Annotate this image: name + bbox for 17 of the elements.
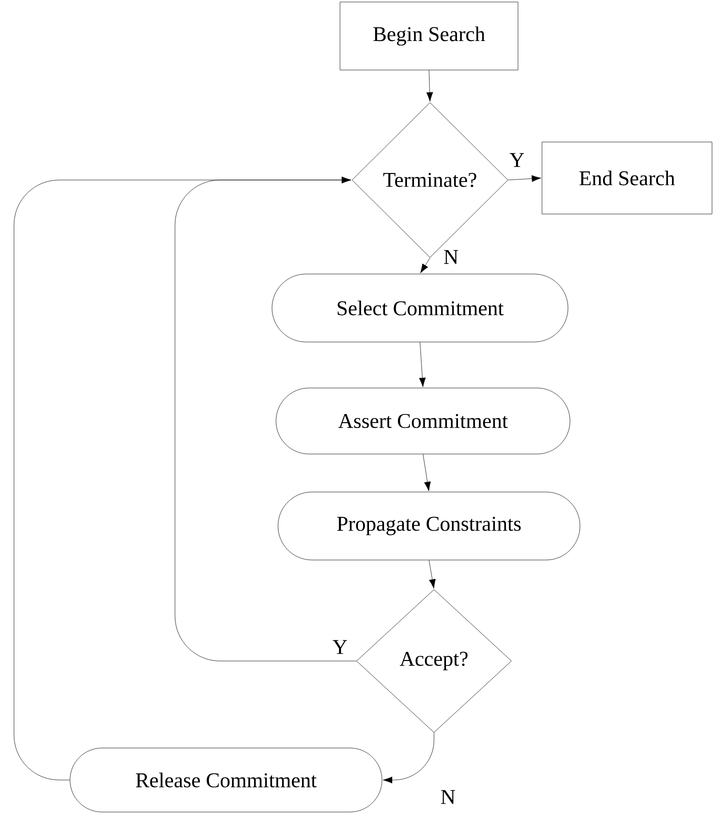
process-box: Select Commitment [272,274,568,342]
arrow [422,454,431,492]
process-box: Propagate Constraints [278,492,580,560]
arrow [14,176,352,780]
arrow [508,175,542,182]
edge-label: N [439,789,457,805]
process-box: Begin Search [340,2,518,70]
arrow [428,560,436,589]
arrow [426,70,434,102]
edge-label: Y [331,639,349,655]
process-box: Assert Commitment [276,388,570,454]
process-box: Release Commitment [70,748,382,812]
arrow [420,258,430,274]
process-box: End Search [542,142,712,214]
arrow [419,342,426,388]
edge-label: Y [508,152,526,168]
arrow [382,732,434,784]
